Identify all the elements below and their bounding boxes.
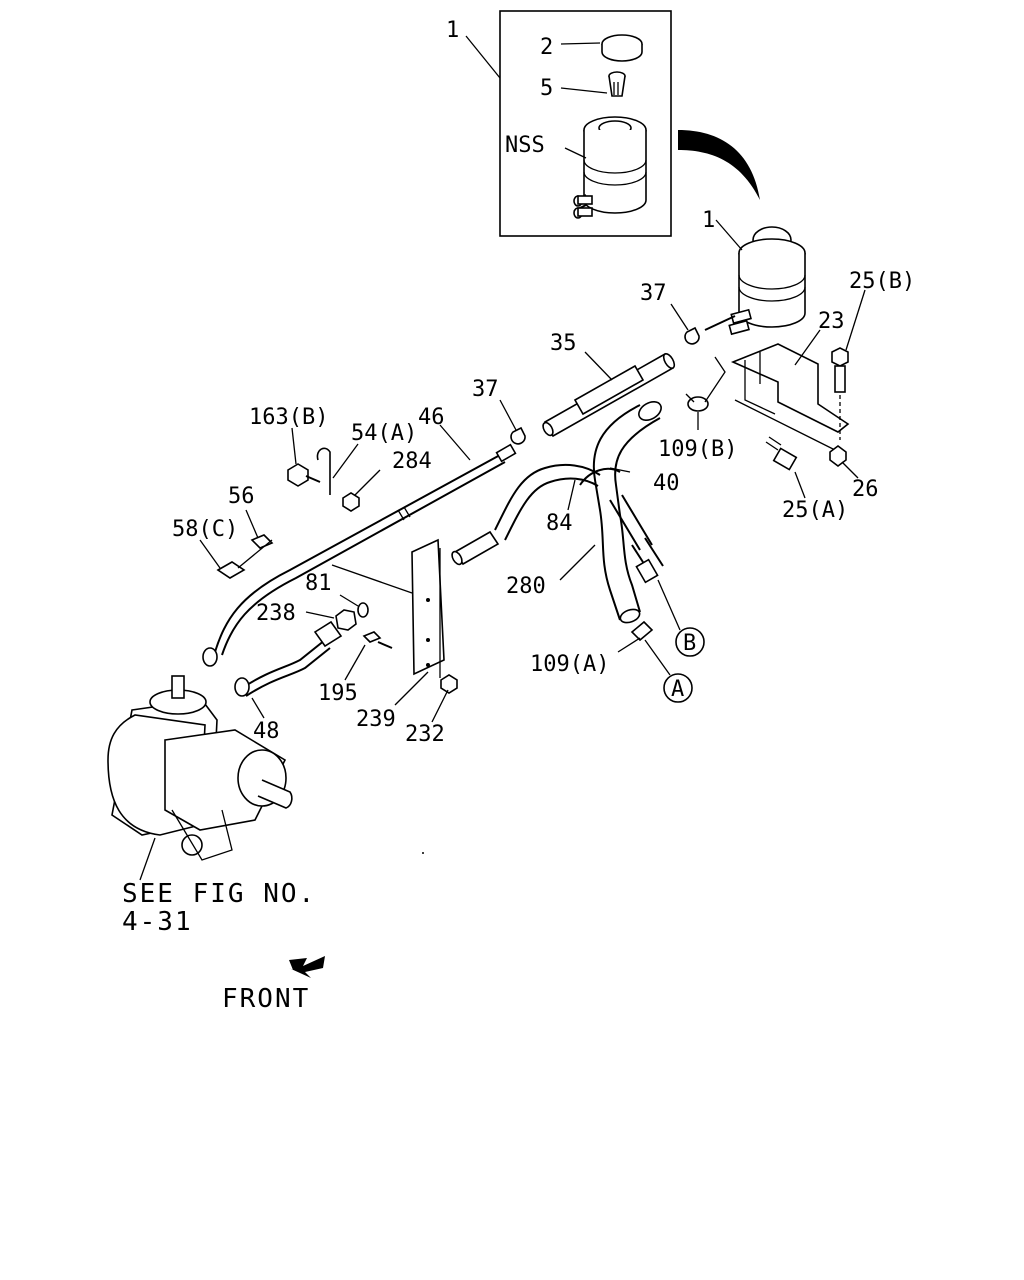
bolt-25b (831, 347, 849, 440)
callout-23: 23 (818, 309, 845, 334)
callout-a: A (671, 677, 684, 702)
front-arrow-icon (289, 956, 325, 978)
bracket (730, 343, 850, 451)
callout-25b: 25(B) (849, 269, 915, 294)
steering-gear-box (107, 675, 293, 861)
callout-40: 40 (653, 471, 680, 496)
curved-arrow-icon (678, 130, 760, 200)
callout-109a: 109(A) (530, 652, 609, 677)
callout-81: 81 (305, 571, 332, 596)
pipe-46 (202, 443, 517, 667)
see-fig-note-line2: 4-31 (122, 907, 193, 937)
callout-195: 195 (318, 681, 358, 706)
callout-163b: 163(B) (249, 405, 328, 430)
callout-284: 284 (392, 449, 432, 474)
hose-280 (592, 401, 662, 624)
callout-35: 35 (550, 331, 577, 356)
reservoir (728, 226, 806, 336)
callout-239: 239 (356, 707, 396, 732)
pipe-48 (234, 620, 343, 697)
callout-nss: NSS (505, 133, 545, 158)
callout-56: 56 (228, 484, 255, 509)
hose-84 (451, 463, 601, 566)
bolt-163b (287, 463, 321, 487)
callout-26: 26 (852, 477, 879, 502)
callout-54a: 54(A) (351, 421, 417, 446)
callout-58c: 58(C) (172, 517, 238, 542)
see-fig-note-line1: SEE FIG NO. (122, 879, 316, 909)
marker-b (675, 627, 705, 657)
callout-84: 84 (546, 511, 573, 536)
support-plate (331, 538, 445, 678)
inset-reservoir-detail (499, 10, 672, 237)
callout-48: 48 (253, 719, 280, 744)
callout-46: 46 (418, 405, 445, 430)
callout-1-inset: 1 (446, 18, 459, 43)
callout-2: 2 (540, 35, 553, 60)
callout-37: 37 (472, 377, 499, 402)
callout-5: 5 (540, 76, 553, 101)
callout-37-top: 37 (640, 281, 667, 306)
callout-25a: 25(A) (782, 498, 848, 523)
bolt-25a (765, 436, 798, 471)
hose-35 (542, 352, 676, 438)
callout-1: 1 (702, 208, 715, 233)
callout-280: 280 (506, 574, 546, 599)
callout-b: B (683, 631, 696, 656)
callout-238: 238 (256, 601, 296, 626)
marker-a (663, 673, 693, 703)
callout-109b: 109(B) (658, 437, 737, 462)
callout-232: 232 (405, 722, 445, 747)
front-label: FRONT (222, 984, 310, 1014)
